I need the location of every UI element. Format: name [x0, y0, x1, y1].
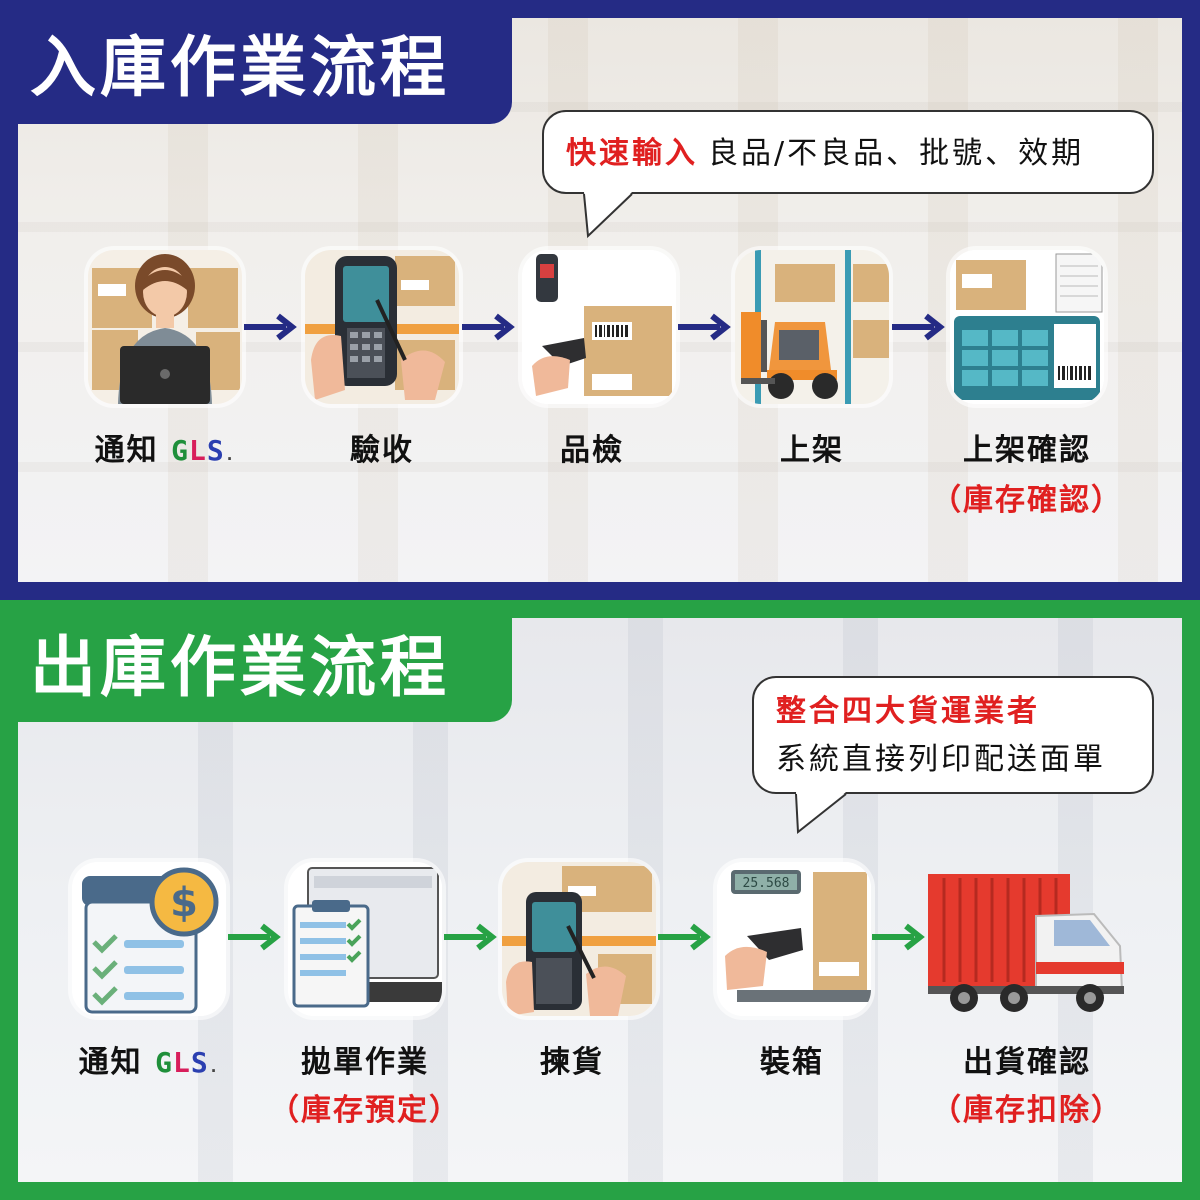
inbound-step-receive-image	[305, 250, 459, 404]
clipboard-laptop-icon	[288, 862, 442, 1016]
inbound-bubble-text: 良品/不良品、批號、效期	[708, 136, 1085, 171]
barcode-scanner-icon	[522, 250, 676, 404]
outbound-arrow-4	[872, 923, 925, 951]
inbound-step-confirm-label: 上架確認	[963, 433, 1091, 468]
outbound-step-notify-label: 通知 GLS.	[64, 1037, 234, 1081]
inbound-title-tab: 入庫作業流程	[0, 0, 512, 124]
inbound-step-notify-label: 通知 GLS.	[80, 425, 250, 469]
outbound-title: 出庫作業流程	[30, 629, 450, 706]
outbound-step-notify-image: $	[72, 862, 226, 1016]
handheld-picking-icon	[502, 862, 656, 1016]
inbound-bubble-highlight: 快速輸入	[566, 136, 698, 171]
inbound-step-inspect-label: 品檢	[560, 433, 624, 468]
inbound-arrow-2	[462, 313, 515, 341]
outbound-step-pick-image	[502, 862, 656, 1016]
inbound-arrow-3	[678, 313, 731, 341]
outbound-step-ship-sublabel: （庫存扣除）	[931, 1093, 1123, 1128]
customer-service-icon	[88, 250, 242, 404]
inbound-step-confirm-image	[950, 250, 1104, 404]
inbound-notify-text: 通知	[94, 433, 159, 468]
inbound-step-shelve-image	[735, 250, 889, 404]
outbound-arrow-2	[444, 923, 497, 951]
scale-scanner-icon: 25.568	[717, 862, 871, 1016]
inbound-bubble-tail	[583, 192, 633, 239]
handheld-terminal-icon	[305, 250, 459, 404]
outbound-step-ship-image	[924, 862, 1130, 1016]
inbound-step-notify-image	[88, 250, 242, 404]
outbound-bubble-tail	[795, 792, 847, 834]
outbound-step-dispatch-sublabel: （庫存預定）	[269, 1093, 461, 1128]
svg-text:$: $	[170, 880, 198, 926]
outbound-step-pick-label: 揀貨	[540, 1045, 604, 1080]
inbound-step-inspect-image	[522, 250, 676, 404]
inbound-arrow-1	[244, 313, 297, 341]
container-truck-icon	[928, 874, 1124, 1012]
inbound-arrow-4	[892, 313, 945, 341]
outbound-step-dispatch-image	[288, 862, 442, 1016]
outbound-bubble-text: 系統直接列印配送面單	[776, 742, 1106, 777]
outbound-notify-text: 通知	[78, 1045, 143, 1080]
dollar-checklist-icon: $	[72, 862, 226, 1016]
outbound-arrow-1	[228, 923, 281, 951]
outbound-step-dispatch-label: 拋單作業	[301, 1045, 429, 1080]
outbound-speech-bubble: 整合四大貨運業者 系統直接列印配送面單	[752, 676, 1154, 794]
inbound-step-receive-label: 驗收	[350, 433, 414, 468]
outbound-step-pack-label: 裝箱	[760, 1045, 824, 1080]
outbound-title-tab: 出庫作業流程	[0, 600, 512, 722]
outbound-bubble-highlight: 整合四大貨運業者	[776, 694, 1040, 729]
gls-logo: GLS.	[171, 434, 236, 467]
scale-display-text: 25.568	[743, 876, 790, 891]
gls-logo: GLS.	[155, 1046, 220, 1079]
forklift-icon	[735, 250, 889, 404]
inbound-title: 入庫作業流程	[30, 29, 450, 106]
inbound-speech-bubble: 快速輸入良品/不良品、批號、效期	[542, 110, 1154, 194]
inbound-step-confirm-sublabel: （庫存確認）	[931, 483, 1123, 518]
outbound-step-pack-image: 25.568	[717, 862, 871, 1016]
inbound-step-shelve-label: 上架	[780, 433, 844, 468]
outbound-arrow-3	[658, 923, 711, 951]
outbound-step-ship-label: 出貨確認	[963, 1045, 1091, 1080]
inventory-screen-icon	[950, 250, 1104, 404]
